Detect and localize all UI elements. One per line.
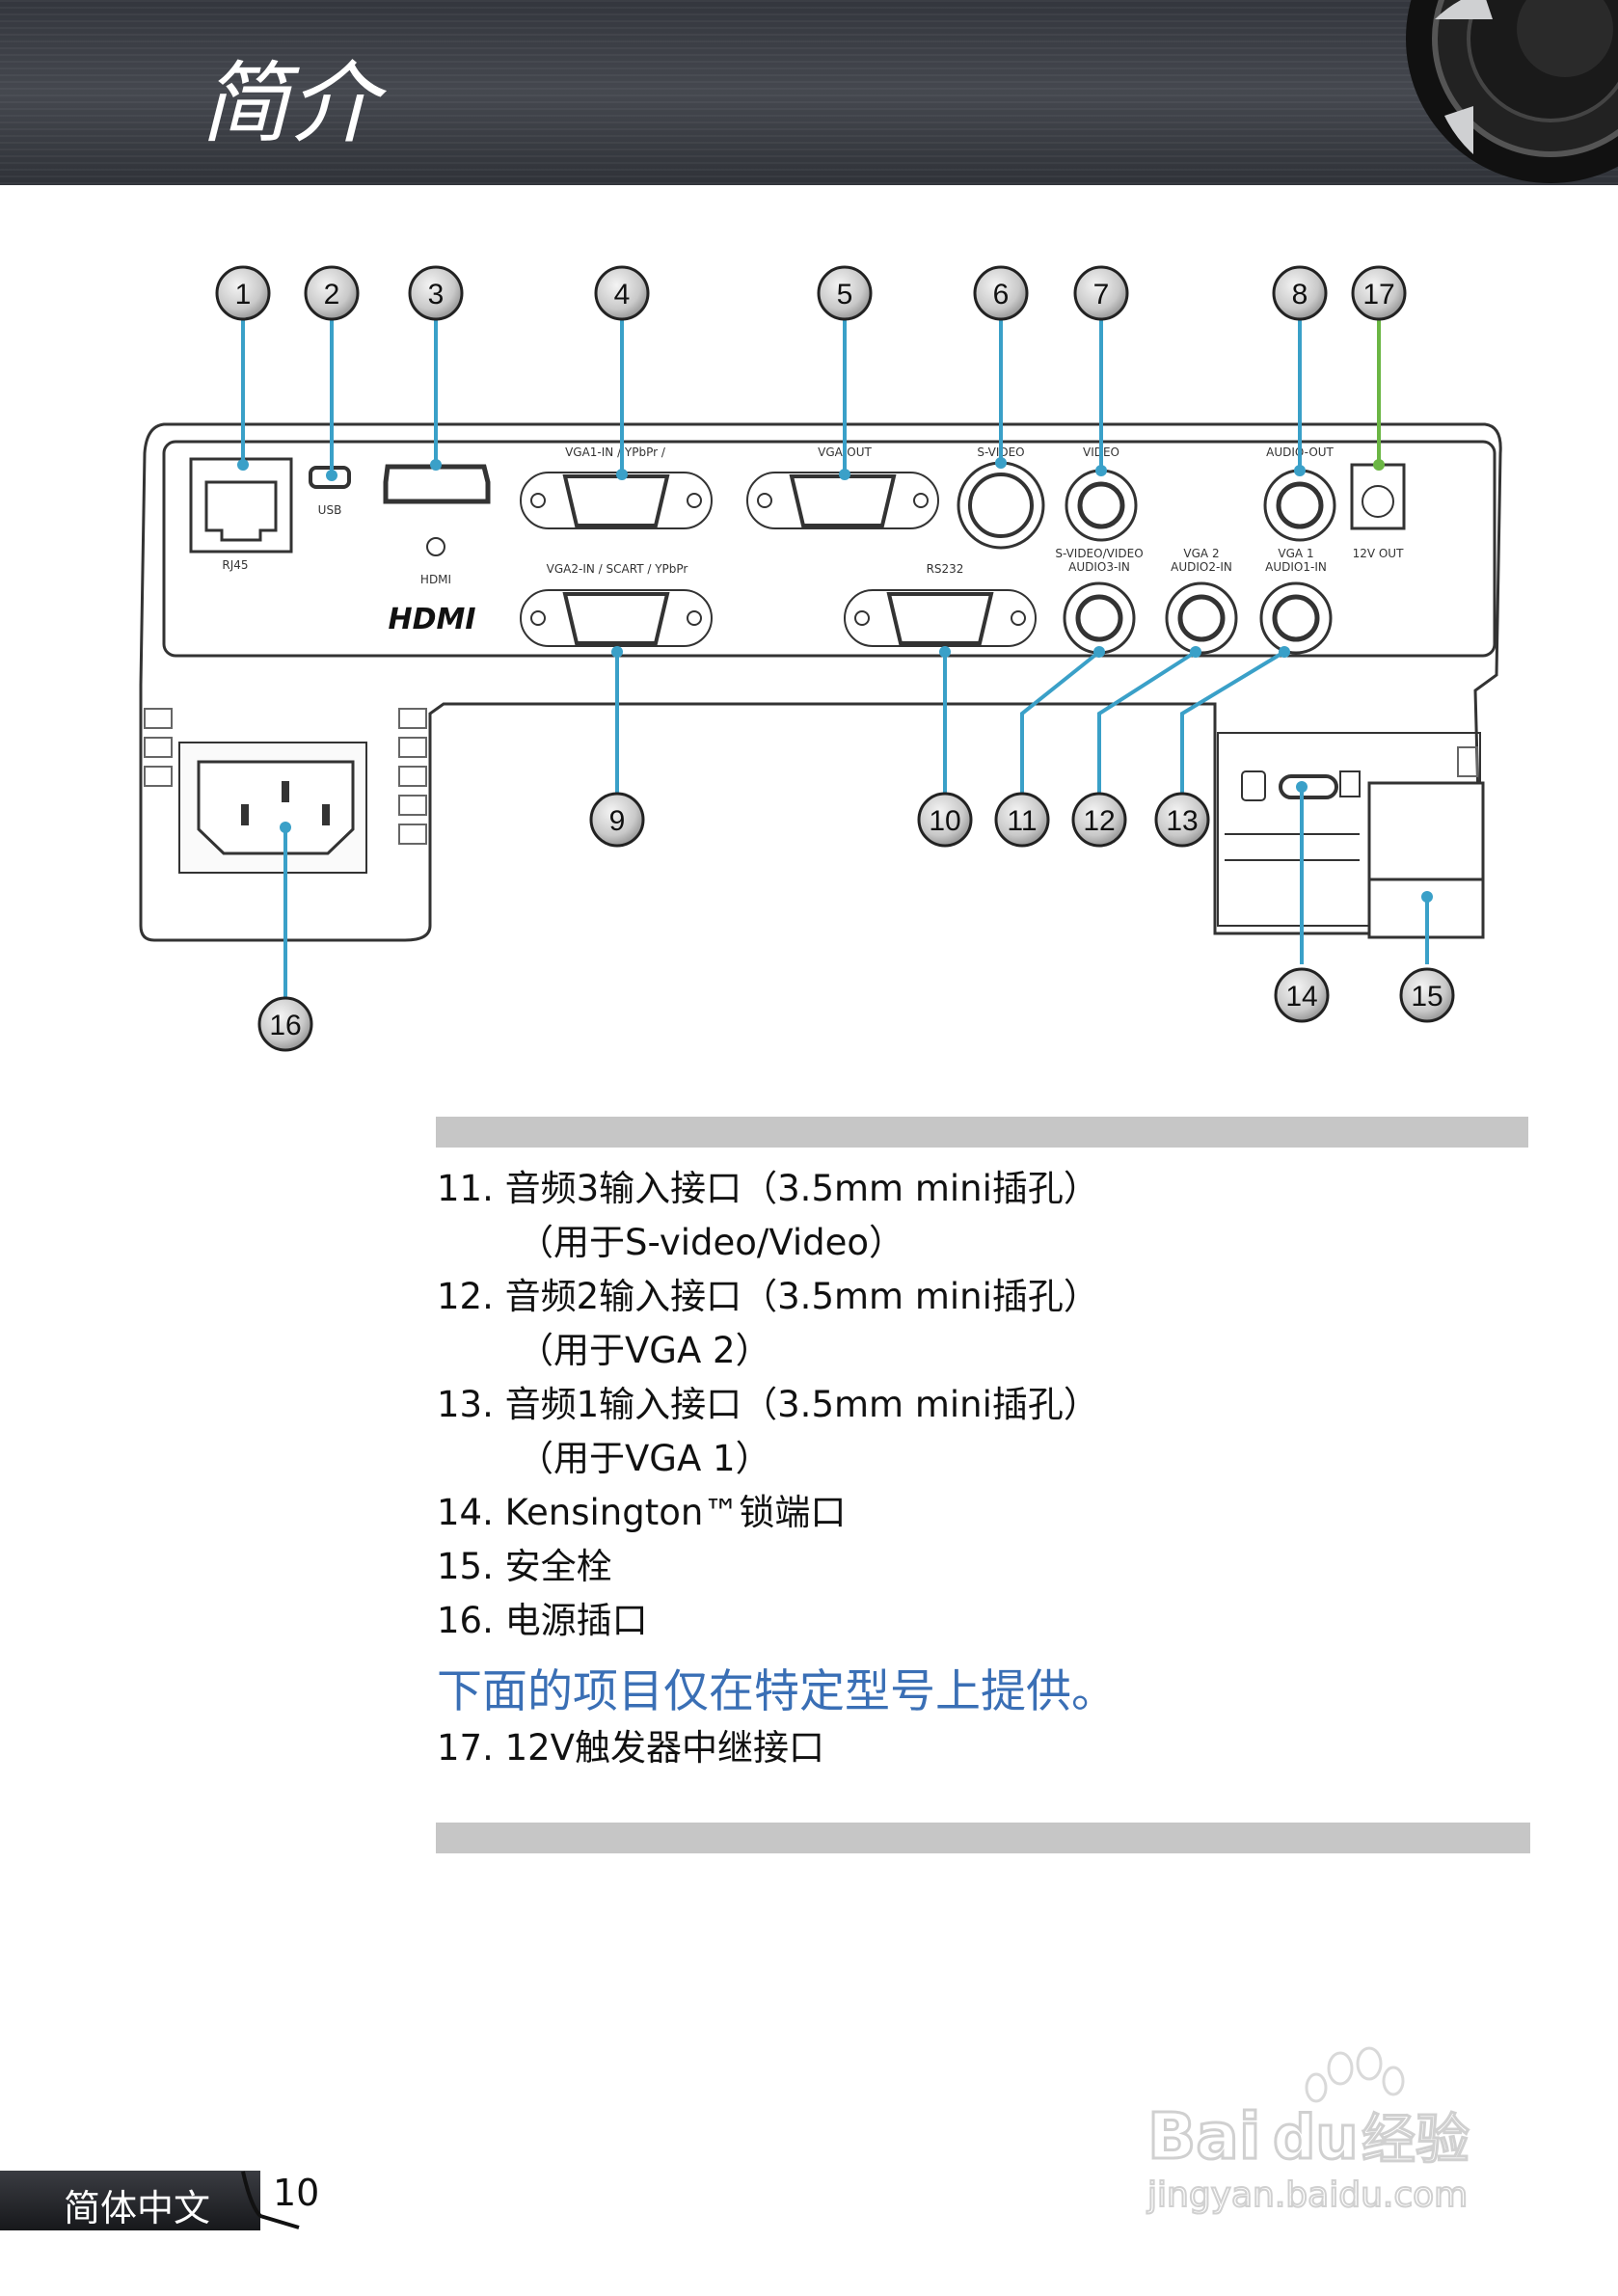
- list-item: 12. 音频2输入接口（3.5mm mini插孔）: [437, 1276, 1099, 1317]
- callout-6: 6: [973, 265, 1029, 321]
- rj45-label: RJ45: [222, 558, 248, 572]
- list-item-note: （用于VGA 2）: [518, 1330, 771, 1371]
- callout-number: 10: [929, 805, 960, 837]
- callout-3: 3: [408, 265, 464, 321]
- callout-11: 11: [994, 792, 1050, 848]
- audio1-label-a: VGA 1: [1278, 547, 1313, 560]
- callout-number: 4: [614, 279, 631, 311]
- callout-9: 9: [589, 792, 645, 848]
- callout-number: 7: [1093, 279, 1110, 311]
- callout-13: 13: [1154, 792, 1210, 848]
- vga2-label: VGA2-IN / SCART / YPbPr: [547, 562, 688, 576]
- vga1-label: VGA1-IN / YPbPr /: [565, 446, 666, 459]
- list-item: 17. 12V触发器中继接口: [437, 1727, 824, 1769]
- callout-number: 16: [269, 1010, 301, 1041]
- callout-15: 15: [1399, 967, 1455, 1023]
- callout-number: 11: [1007, 805, 1037, 837]
- callout-4: 4: [594, 265, 650, 321]
- callout-number: 12: [1083, 805, 1115, 837]
- hdmi-logo: HDMI: [388, 603, 475, 636]
- rs232-port: RS232: [844, 562, 1037, 647]
- video-port: VIDEO: [1065, 446, 1138, 542]
- power-socket: [178, 742, 367, 874]
- callout-12: 12: [1071, 792, 1127, 848]
- vga-out-port: VGA-OUT: [746, 446, 939, 529]
- vga1-in-port: VGA1-IN / YPbPr /: [520, 446, 713, 529]
- audio3-label-b: AUDIO3-IN: [1068, 560, 1130, 574]
- audio3-in-port: S-VIDEO/VIDEO AUDIO3-IN: [1055, 547, 1144, 655]
- port-list: 11. 音频3输入接口（3.5mm mini插孔） （用于S-video/Vid…: [437, 1162, 1117, 1775]
- list-item-note: （用于S-video/Video）: [518, 1222, 905, 1263]
- leader-dots: [237, 457, 1433, 903]
- connector-panel: [162, 440, 1497, 658]
- hdmi-label: HDMI: [420, 573, 451, 586]
- usb-label: USB: [318, 503, 342, 517]
- leader-dot-17: [1373, 459, 1385, 471]
- callout-number: 3: [428, 279, 445, 311]
- callout-2: 2: [304, 265, 360, 321]
- callout-number: 14: [1285, 981, 1317, 1013]
- audio2-label-b: AUDIO2-IN: [1171, 560, 1232, 574]
- callout-7: 7: [1073, 265, 1129, 321]
- list-item: 11. 音频3输入接口（3.5mm mini插孔）: [437, 1168, 1099, 1209]
- vga2-in-port: VGA2-IN / SCART / YPbPr: [520, 562, 713, 647]
- rj45-port: RJ45: [189, 457, 293, 572]
- connector-diagram: RJ45 USB HDMI HDMI VGA1-IN / YPbPr / VGA…: [139, 265, 1502, 1052]
- callout-number: 2: [324, 279, 340, 311]
- audio2-in-port: VGA 2 AUDIO2-IN: [1165, 547, 1238, 655]
- page-number: 10: [273, 2172, 320, 2214]
- audio-out-port: AUDIO-OUT: [1263, 446, 1336, 542]
- callout-number: 9: [609, 805, 626, 837]
- 12vout-label: 12V OUT: [1353, 547, 1405, 560]
- lock-panel: [1217, 732, 1485, 939]
- callout-number: 17: [1362, 279, 1394, 311]
- callout-number: 1: [235, 279, 252, 311]
- section-bar-top: [436, 1117, 1528, 1148]
- watermark-url: jingyan.baidu.com: [1146, 2175, 1468, 2215]
- list-item: 16. 电源插口: [437, 1600, 648, 1641]
- callout-number: 8: [1292, 279, 1308, 311]
- callout-10: 10: [917, 792, 973, 848]
- callout-14: 14: [1274, 967, 1330, 1023]
- footer-curve: [241, 2171, 300, 2229]
- audio2-label-a: VGA 2: [1183, 547, 1219, 560]
- callout-17: 17: [1351, 265, 1407, 321]
- rs232-label: RS232: [927, 562, 964, 576]
- audio1-in-port: VGA 1 AUDIO1-IN: [1259, 547, 1333, 655]
- callout-5: 5: [817, 265, 873, 321]
- watermark-brand2: du: [1273, 2102, 1359, 2173]
- header-stripes: [0, 0, 1618, 185]
- hdmi-port: HDMI HDMI: [383, 464, 491, 636]
- footer-tab: [0, 2171, 260, 2230]
- callout-number: 5: [837, 279, 853, 311]
- callout-8: 8: [1272, 265, 1328, 321]
- callout-number: 13: [1166, 805, 1198, 837]
- 12v-out-port: 12V OUT: [1350, 463, 1406, 560]
- page-title: 简介: [201, 52, 379, 155]
- baidu-watermark: Bai du 经验 jingyan.baidu.com: [1146, 2046, 1471, 2216]
- callout-16: 16: [257, 996, 313, 1052]
- list-item: 13. 音频1输入接口（3.5mm mini插孔）: [437, 1384, 1099, 1425]
- list-item: 15. 安全栓: [437, 1546, 612, 1587]
- section-bar-bottom: [436, 1823, 1530, 1853]
- watermark-cn: 经验: [1362, 2109, 1470, 2172]
- callout-number: 6: [993, 279, 1010, 311]
- audio1-label-b: AUDIO1-IN: [1265, 560, 1327, 574]
- lens-graphic: [1406, 0, 1618, 183]
- leader-lines: [241, 316, 1429, 1003]
- model-note: 下面的项目仅在特定型号上提供。: [437, 1665, 1117, 1718]
- page-header: 简介: [0, 0, 1618, 185]
- list-item-note: （用于VGA 1）: [518, 1438, 771, 1479]
- s-video-port: S-VIDEO: [957, 446, 1045, 550]
- watermark-brand: Bai: [1147, 2099, 1260, 2174]
- footer-language: 简体中文: [64, 2187, 211, 2229]
- audio3-label-a: S-VIDEO/VIDEO: [1055, 547, 1143, 560]
- list-item: 14. Kensington™锁端口: [437, 1492, 847, 1533]
- callout-1: 1: [215, 265, 271, 321]
- callout-number: 15: [1411, 981, 1443, 1013]
